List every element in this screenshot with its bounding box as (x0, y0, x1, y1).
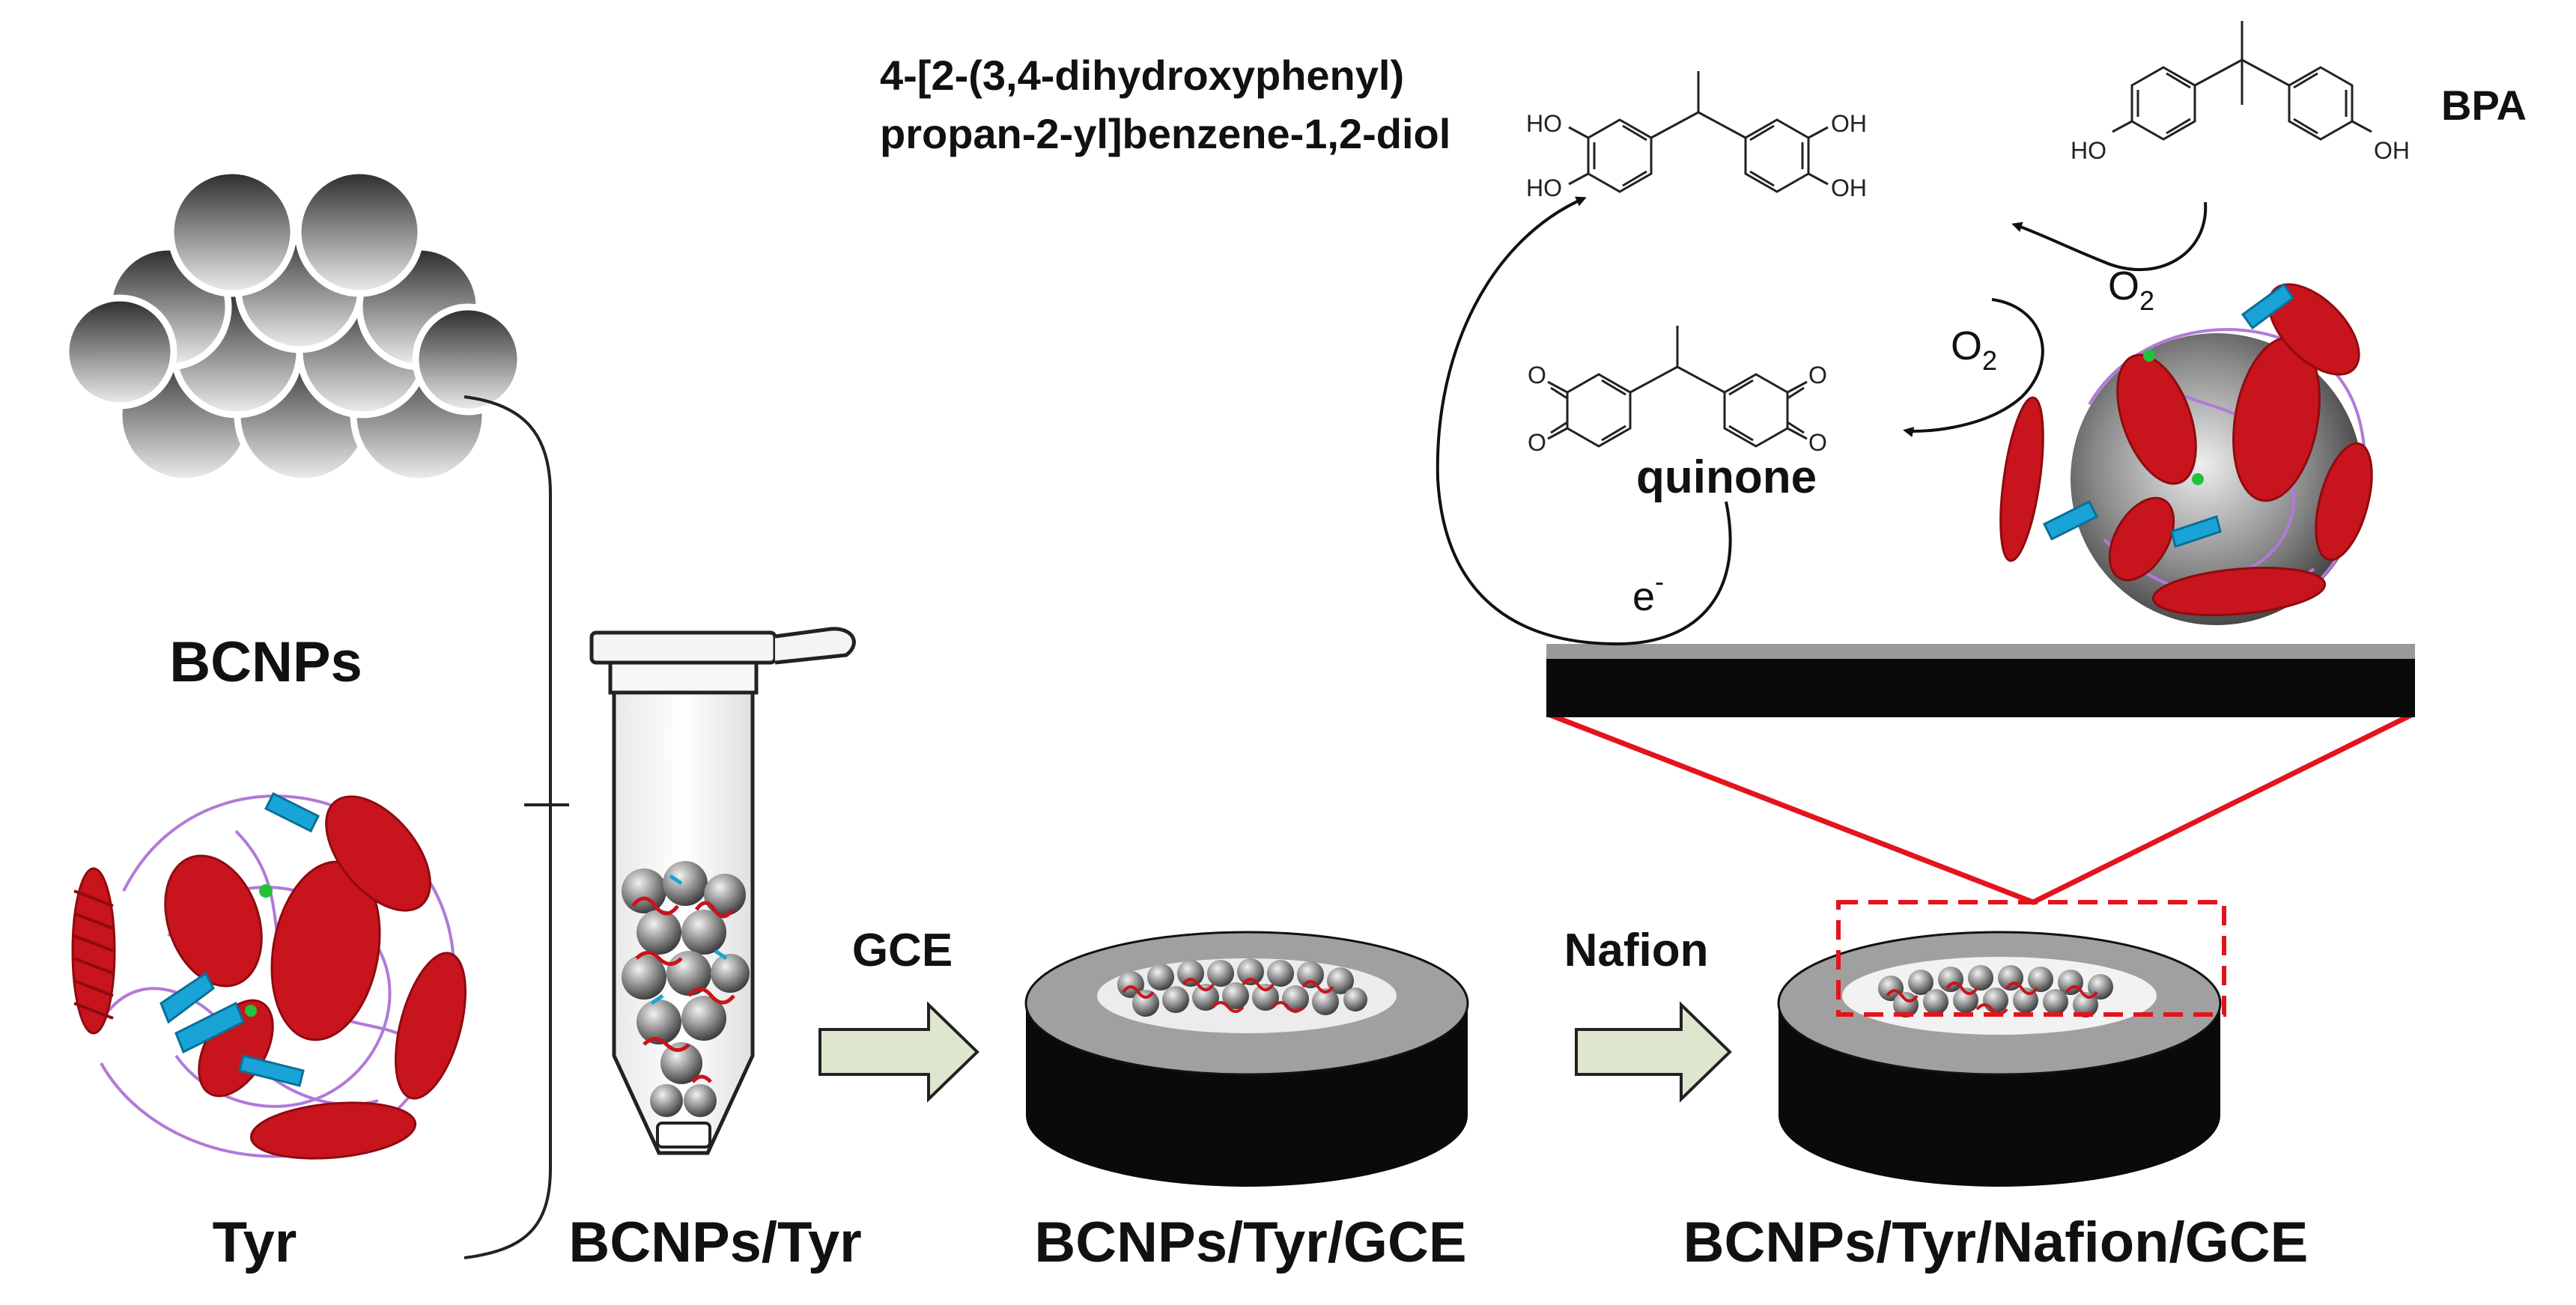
bcnps-label: BCNPs (169, 630, 362, 694)
catechol-ho-bottom: HO (1526, 174, 1562, 201)
catechol-name-line2: propan-2-yl]benzene-1,2-diol (880, 110, 1450, 157)
gce-electrode-1 (1024, 931, 1469, 1187)
bcnps-tyr-label: BCNPs/Tyr (568, 1211, 861, 1274)
quinone-o-br: O (1808, 429, 1827, 456)
electrode-2-particles (1878, 965, 2113, 1017)
arrow-bpa-to-catechol (2011, 201, 2208, 271)
quinone-o-bl: O (1528, 429, 1546, 456)
quinone-o-tl: O (1528, 362, 1546, 389)
catechol-name-line1: 4-[2-(3,4-dihydroxyphenyl) (880, 52, 1404, 99)
quinone-structure (1547, 326, 1808, 448)
bcnps-tyr-nafion-gce-label: BCNPs/Tyr/Nafion/GCE (1683, 1211, 2309, 1274)
quinone-label: quinone (1636, 451, 1817, 503)
process-arrow-1 (818, 1001, 979, 1103)
catechol-oh-bottom: OH (1831, 174, 1867, 201)
electrode-1-particles (1117, 958, 1367, 1017)
zoom-connector-lines (1549, 712, 2413, 905)
microtube-icon (589, 627, 856, 1155)
tube-particles (622, 861, 750, 1117)
quinone-o-tr: O (1808, 362, 1827, 389)
process-arrow-2 (1575, 1001, 1732, 1103)
bpa-label: BPA (2441, 82, 2527, 129)
electrode-surface-slab (1546, 644, 2415, 717)
arrow-quinone-reduction (1436, 196, 1732, 646)
bpa-oh: OH (2374, 137, 2410, 164)
grouping-bracket (464, 395, 552, 1259)
o2-label-1: O2 (2108, 264, 2154, 316)
catechol-oh-top: OH (1831, 110, 1867, 137)
gce-electrode-2 (1777, 900, 2226, 1187)
nafion-step-label: Nafion (1564, 925, 1709, 976)
o2-label-2: O2 (1951, 323, 1997, 376)
gce-step-label: GCE (852, 925, 953, 976)
bcnps-tyr-gce-label: BCNPs/Tyr/GCE (1034, 1211, 1466, 1274)
bpa-structure (2112, 21, 2372, 141)
catechol-structure (1568, 71, 1829, 193)
bcnps-cluster-icon (62, 167, 524, 485)
tyr-label: Tyr (213, 1211, 297, 1274)
electron-label: e- (1632, 566, 1664, 619)
arrow-catechol-to-quinone (1903, 298, 2044, 437)
bpa-ho: HO (2071, 137, 2106, 164)
bcnp-enzyme-complex-icon (1999, 282, 2373, 625)
tyrosinase-protein-icon (71, 791, 467, 1160)
catechol-ho-top: HO (1526, 110, 1562, 137)
